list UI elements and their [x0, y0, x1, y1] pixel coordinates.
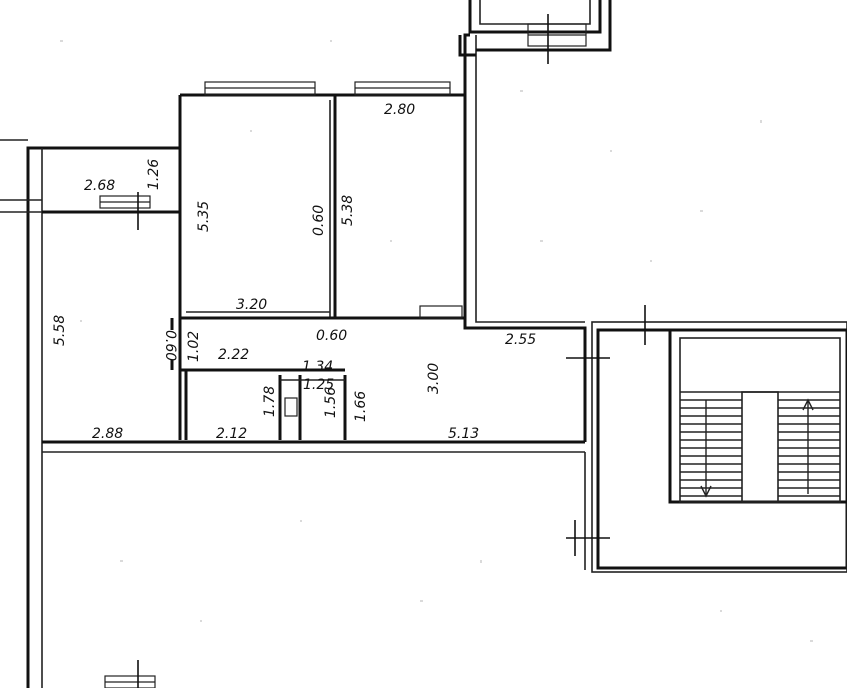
- windows: [99, 14, 587, 688]
- dim-2-88: 2.88: [92, 426, 123, 442]
- dim-2-12: 2.12: [216, 426, 247, 442]
- dim-5-38: 5.38: [340, 195, 356, 226]
- dim-2-80: 2.80: [384, 102, 415, 118]
- dim-2-68: 2.68: [84, 178, 115, 194]
- dim-1-78: 1.78: [262, 386, 278, 417]
- dim-1-56: 1.56: [323, 387, 339, 418]
- dim-3-00: 3.00: [426, 363, 442, 394]
- dim-0-60-a: 0.60: [311, 205, 327, 236]
- stair-steps-left: [680, 399, 742, 498]
- dim-5-13: 5.13: [448, 426, 479, 442]
- dim-2-22: 2.22: [218, 347, 249, 363]
- dim-1-34: 1.34: [302, 359, 333, 375]
- scan-noise: [60, 40, 813, 642]
- dim-1-25: 1.25: [303, 377, 334, 393]
- interior-walls: [170, 95, 465, 440]
- dim-1-02: 1.02: [186, 331, 202, 362]
- dim-1-66: 1.66: [353, 391, 369, 422]
- exterior-walls: [0, 0, 612, 688]
- dim-0-60-c: 0.60: [316, 328, 347, 344]
- dim-1-26: 1.26: [146, 159, 162, 190]
- dim-3-20: 3.20: [236, 297, 267, 313]
- dim-0-60-b: 0.60: [162, 330, 178, 361]
- dimension-labels: 2.80 1.26 2.68 5.35 0.60 5.38 5.58 0.60 …: [52, 102, 536, 442]
- dim-5-58: 5.58: [52, 315, 68, 346]
- dim-2-55: 2.55: [505, 332, 536, 348]
- staircase: [566, 305, 847, 573]
- stair-steps-right: [778, 398, 840, 497]
- dim-5-35: 5.35: [196, 201, 212, 232]
